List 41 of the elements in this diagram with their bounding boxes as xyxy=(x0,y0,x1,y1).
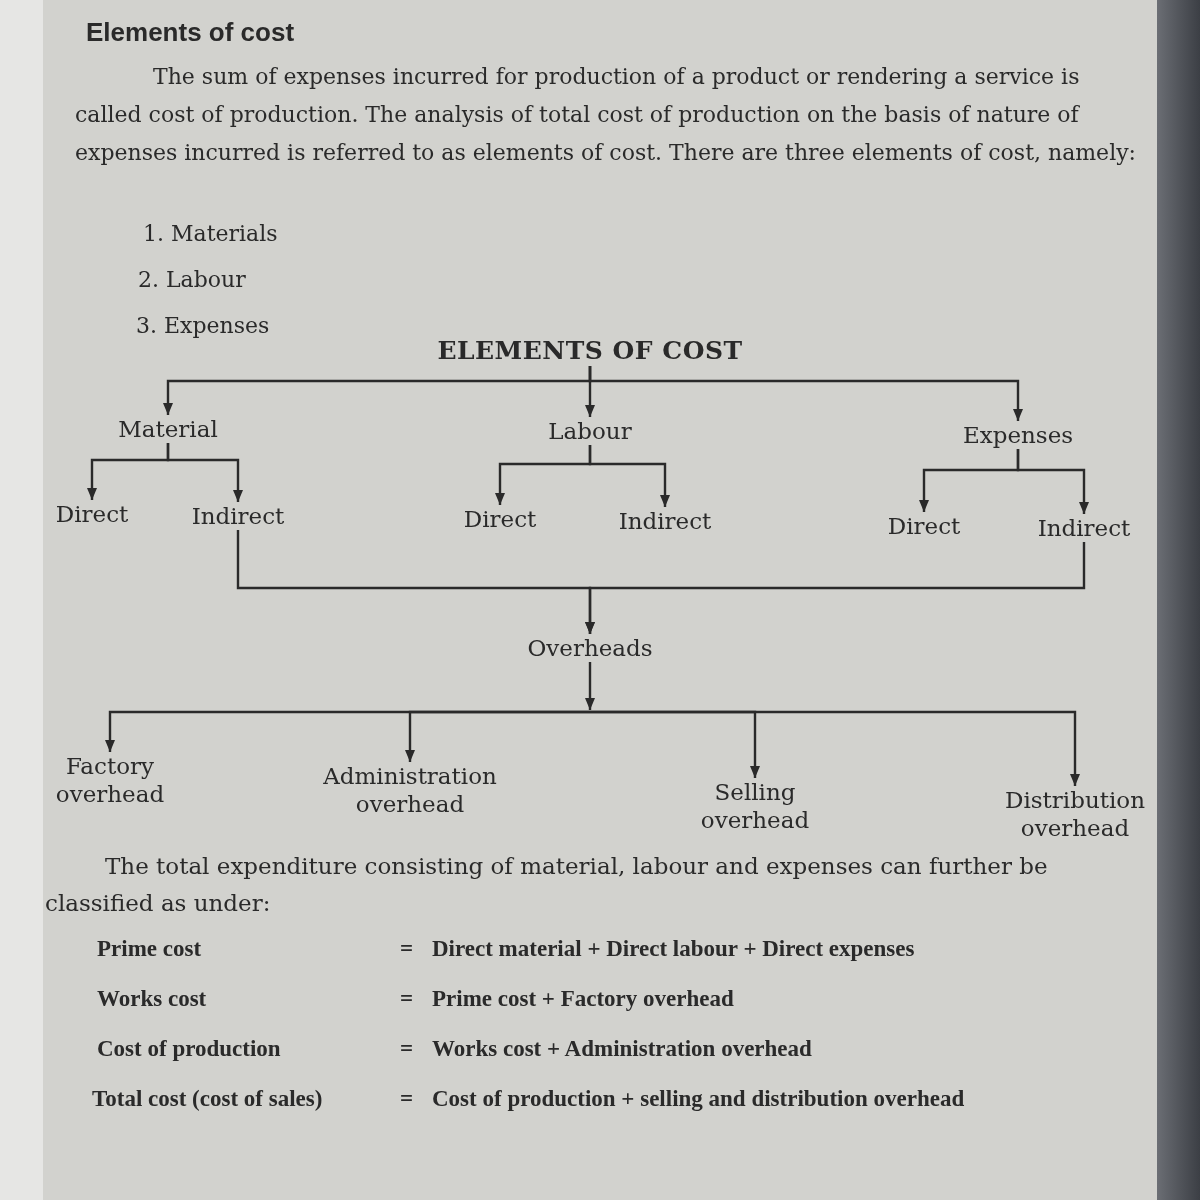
section-heading: Elements of cost xyxy=(86,16,295,48)
equals-sign: = xyxy=(400,1035,414,1063)
subcategory-label: Direct xyxy=(55,500,129,528)
equals-sign: = xyxy=(400,1085,414,1113)
arrow xyxy=(590,710,1080,786)
list-item: 3. Expenses xyxy=(136,312,270,340)
equals-sign: = xyxy=(400,935,414,963)
subcategory-label: Direct xyxy=(463,505,537,533)
overhead-label: Distribution overhead xyxy=(1005,786,1145,842)
arrow xyxy=(588,366,1023,421)
equals-sign: = xyxy=(400,985,414,1013)
category-label: Overheads xyxy=(527,634,653,662)
paragraph: The sum of expenses incurred for production of a product or rendering a service is called cost of production. The analysis of total cost of production on the basis of nature of expenses incurred is referred to as elements of cost. There are three elements of cost, namely: xyxy=(75,63,1137,167)
formula-text: Prime cost + Factory overhead xyxy=(432,985,734,1013)
subcategory-label: Indirect xyxy=(1037,514,1131,542)
arrow xyxy=(585,662,595,710)
formula-text: Cost of production + selling and distribution overhead xyxy=(432,1085,965,1113)
arrow xyxy=(585,542,1086,634)
overhead-label: Factory overhead xyxy=(55,752,165,808)
overhead-label: Administration overhead xyxy=(323,762,497,818)
list-item: 2. Labour xyxy=(138,266,246,294)
category-label: Expenses xyxy=(962,421,1074,449)
category-label: Labour xyxy=(548,417,632,445)
arrow xyxy=(405,710,590,762)
formula-text: Direct material + Direct labour + Direct expenses xyxy=(432,935,915,963)
arrow xyxy=(166,443,243,502)
term-label: Works cost xyxy=(97,985,207,1013)
arrow xyxy=(588,445,670,507)
overhead-label: Selling overhead xyxy=(700,778,810,834)
arrow xyxy=(1016,449,1089,514)
paragraph: The total expenditure consisting of material, labour and expenses can further be classified as under: xyxy=(45,852,1049,918)
term-label: Cost of production xyxy=(97,1035,281,1063)
subcategory-label: Direct xyxy=(887,512,961,540)
diagram-title: ELEMENTS OF COST xyxy=(437,336,743,366)
subcategory-label: Indirect xyxy=(191,502,285,530)
term-label: Total cost (cost of sales) xyxy=(92,1085,323,1113)
formula-text: Works cost + Administration overhead xyxy=(432,1035,812,1063)
subcategory-label: Indirect xyxy=(618,507,712,535)
list-item: 1. Materials xyxy=(143,220,278,248)
category-label: Material xyxy=(118,415,218,443)
term-label: Prime cost xyxy=(97,935,202,963)
